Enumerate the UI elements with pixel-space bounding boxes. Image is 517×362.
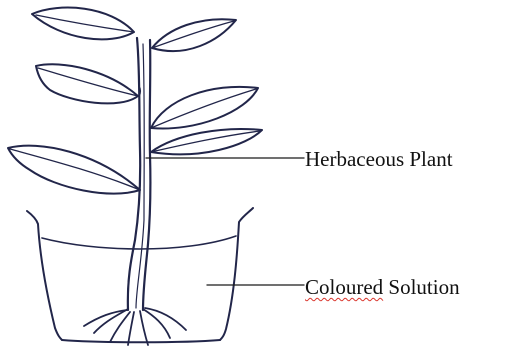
plant-roots	[84, 308, 186, 345]
label-herbaceous-plant-text: Herbaceous Plant	[305, 147, 453, 171]
label-pointers	[146, 158, 304, 285]
root-5	[143, 309, 170, 338]
root-4	[140, 311, 148, 345]
leaf-middle-left	[36, 64, 140, 103]
plant-stem	[128, 38, 151, 310]
beaker-bottom	[62, 340, 220, 342]
plant-leaves	[8, 8, 262, 194]
label-coloured-solution: Coloured Solution	[305, 277, 460, 298]
leaf-lower-right	[151, 129, 262, 154]
leaf-lower-left	[8, 146, 140, 194]
label-herbaceous-plant: Herbaceous Plant	[305, 149, 453, 170]
leaf-top-left	[32, 8, 134, 40]
root-3	[128, 312, 134, 345]
root-2	[110, 312, 130, 342]
beaker	[27, 208, 253, 342]
beaker-right-wall	[220, 208, 253, 340]
label-coloured-word: Coloured	[305, 275, 383, 299]
leaf-middle-right	[151, 87, 258, 129]
solution-surface	[42, 236, 236, 249]
leaf-top-right	[152, 19, 236, 51]
label-solution-word: Solution	[383, 275, 459, 299]
root-6	[145, 308, 186, 330]
stem-left-edge	[128, 38, 140, 310]
beaker-left-wall	[27, 211, 62, 340]
